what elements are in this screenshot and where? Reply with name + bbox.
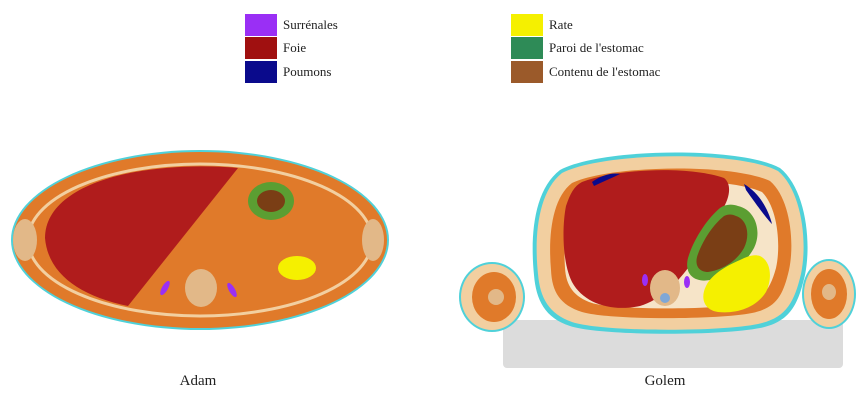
golem-spine [650,270,680,306]
golem-liver [563,170,730,308]
golem-adrenal-right [684,276,690,288]
golem-spleen [703,255,770,313]
legend-label-contenu-estomac: Contenu de l'estomac [549,64,661,79]
golem-stomach-content [696,214,748,272]
swatch-rate [511,14,543,36]
legend-item-paroi-estomac: Paroi de l'estomac [511,37,644,59]
adam-arm-bone-left [13,219,37,261]
adam-phantom [11,150,389,330]
legend-item-surrenales: Surrénales [245,14,338,36]
legend-label-poumons: Poumons [283,64,332,79]
swatch-surrenales [245,14,277,36]
legend-label-paroi-estomac: Paroi de l'estomac [549,40,644,55]
adam-spleen [278,256,316,280]
golem-spinal-canal [660,293,670,303]
swatch-paroi-estomac [511,37,543,59]
legend-label-surrenales: Surrénales [283,17,338,32]
legend-item-foie: Foie [245,37,306,59]
adam-adrenal-left [160,280,170,296]
golem-lung-right [744,184,772,224]
caption-golem: Golem [644,373,686,389]
golem-arm-right-bone [822,284,836,300]
legend-item-contenu-estomac: Contenu de l'estomac [511,61,660,83]
swatch-poumons [245,61,277,83]
legend-label-foie: Foie [283,40,307,55]
swatch-contenu-estomac [511,61,543,83]
swatch-foie [245,37,277,59]
golem-arm-left-bone [488,289,504,305]
legend-label-rate: Rate [549,17,573,32]
golem-adrenal-left [642,274,648,286]
adam-liver [45,166,238,306]
golem-table [503,320,843,368]
golem-phantom [459,152,856,368]
adam-adrenal-right [227,282,237,298]
legend-item-rate: Rate [511,14,573,36]
adam-spine [185,269,217,307]
legend-item-poumons: Poumons [245,61,331,83]
adam-arm-bone-right [362,219,384,261]
adam-stomach-content [257,190,285,212]
golem-lung-left [592,173,620,186]
caption-adam: Adam [179,373,217,389]
